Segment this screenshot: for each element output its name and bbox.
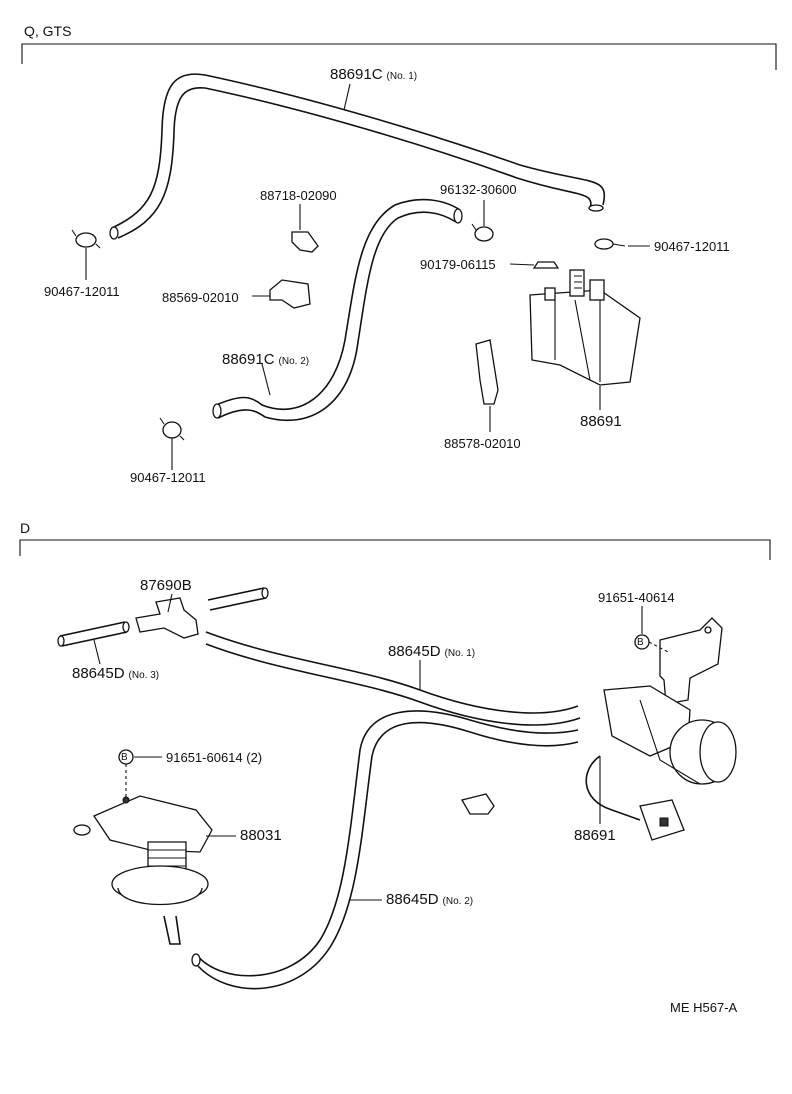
label-90179-06115: 90179-06115 (420, 257, 496, 272)
label-90467-12011-right: 90467-12011 (654, 239, 730, 254)
label-91651-40614: 91651-40614 (598, 590, 675, 605)
clamp-90467-left (71, 229, 101, 249)
clamp-90467-right (594, 238, 626, 250)
tee-87690b (135, 597, 199, 639)
label-88569-02010: 88569-02010 (162, 290, 239, 305)
label-88691c-no1: 88691C(No. 1) (330, 66, 418, 83)
hose-88691c-no2 (212, 198, 463, 422)
clamp-90467-bottom (159, 417, 185, 441)
cushion-88578 (475, 339, 499, 405)
section-bracket-top (21, 43, 777, 70)
actuator-88031 (73, 795, 213, 945)
vsv-88691-bottom (585, 617, 737, 841)
label-91651-60614: 91651-60614 (2) (166, 750, 263, 765)
clip-middle (461, 793, 495, 815)
bolt-marker-2: B (121, 752, 128, 763)
label-88691-bottom: 88691 (574, 827, 616, 844)
label-88031: 88031 (240, 827, 282, 844)
section-bracket-bottom (19, 539, 771, 560)
bolt-marker-1: B (637, 637, 644, 648)
section-label-top: Q, GTS (24, 23, 72, 39)
hose-88645d-no2 (191, 710, 579, 990)
clip-88718 (291, 231, 319, 253)
label-88691-top: 88691 (580, 413, 622, 430)
label-87690b: 87690B (140, 577, 192, 594)
label-88691c-no2: 88691C(No. 2) (222, 351, 310, 368)
reference-code: ME H567-A (670, 1000, 738, 1015)
label-96132-30600: 96132-30600 (440, 182, 517, 197)
bracket-88569 (269, 279, 311, 309)
clamp-96132 (471, 223, 494, 242)
hose-short-top (207, 587, 269, 611)
label-90467-12011-bottom: 90467-12011 (130, 470, 206, 485)
label-88578-02010: 88578-02010 (444, 436, 521, 451)
label-88645d-no2: 88645D(No. 2) (386, 891, 474, 908)
label-88645d-no3: 88645D(No. 3) (72, 665, 160, 682)
label-90467-12011-left: 90467-12011 (44, 284, 120, 299)
grommet-90179 (532, 261, 560, 269)
vsv-88691-top (529, 269, 641, 386)
label-88718-02090: 88718-02090 (260, 188, 337, 203)
hose-88645d-no3 (57, 621, 130, 647)
hose-88691c-no1 (109, 73, 605, 240)
section-label-bottom: D (20, 520, 31, 536)
label-88645d-no1: 88645D(No. 1) (388, 643, 476, 660)
